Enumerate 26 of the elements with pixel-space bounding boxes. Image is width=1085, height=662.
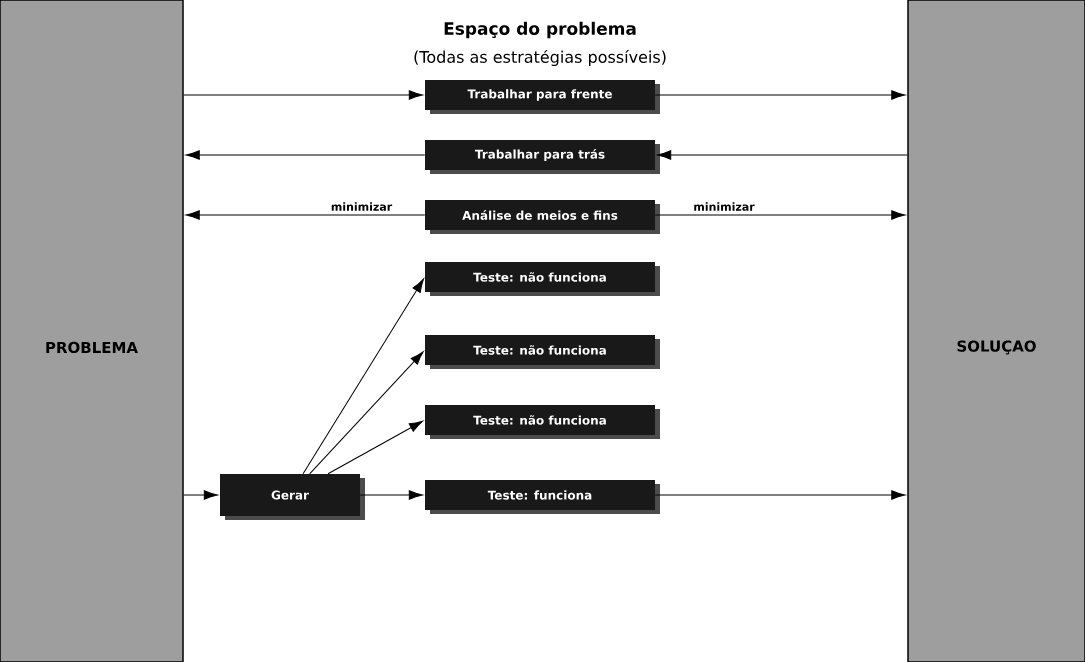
strategy-box: Teste: funciona — [425, 480, 660, 514]
strategy-box: Teste: não funciona — [425, 262, 660, 296]
strategy-box: Trabalhar para trás — [425, 140, 660, 174]
arrow — [654, 490, 906, 500]
strategy-box: Teste: não funciona — [425, 335, 660, 369]
arrow — [183, 490, 218, 500]
arrow — [185, 210, 426, 220]
title: Espaço do problema — [444, 21, 636, 39]
arrow — [654, 210, 906, 220]
subtitle: (Todas as estratégias possíveis) — [414, 49, 666, 67]
side-band: SOLUÇAO — [907, 0, 1085, 662]
edge-label: minimizar — [692, 201, 756, 212]
arrow — [185, 150, 426, 160]
arrow — [327, 420, 424, 475]
arrow — [309, 351, 424, 475]
side-band: PROBLEMA — [0, 0, 184, 662]
arrow — [183, 90, 423, 100]
strategy-box: Teste: não funciona — [425, 405, 660, 439]
arrow — [302, 278, 424, 475]
strategy-box: Análise de meios e fins — [425, 200, 660, 234]
strategy-box: Trabalhar para frente — [425, 80, 660, 114]
strategy-box: Gerar — [220, 474, 365, 520]
edge-label: minimizar — [329, 201, 394, 212]
arrow — [657, 150, 908, 160]
arrow — [359, 490, 423, 500]
arrow — [654, 90, 906, 100]
